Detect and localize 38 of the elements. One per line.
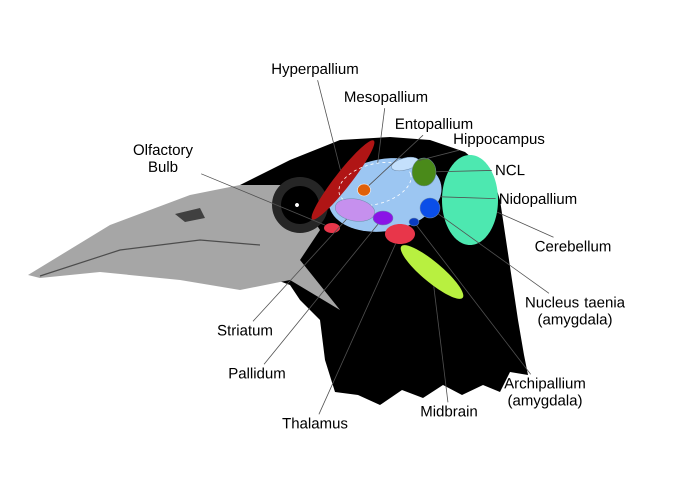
brain-region <box>385 224 415 244</box>
region-label: Hippocampus <box>454 133 544 147</box>
brain-region <box>408 218 420 226</box>
brain-region <box>391 156 419 172</box>
leader-line <box>440 196 496 200</box>
leader-line <box>433 286 448 403</box>
leader-line <box>264 224 378 365</box>
leader-line <box>317 80 341 170</box>
region-label: Nidopallium <box>500 193 576 207</box>
brain-region <box>420 198 440 218</box>
leader-line <box>200 173 326 226</box>
leader-line <box>252 218 347 322</box>
region-label: Thalamus <box>282 418 348 428</box>
brain-region <box>442 155 498 245</box>
brain-region <box>334 198 376 222</box>
brain-region <box>400 245 464 299</box>
region-label: Pallidum <box>229 368 285 378</box>
brain-region <box>412 158 436 186</box>
brain-region <box>372 210 394 226</box>
leader-line <box>496 212 554 238</box>
region-label: Olfactory Bulb <box>134 144 193 172</box>
region-label: Entopallium <box>396 118 472 132</box>
region-label: Mesopallium <box>345 91 428 105</box>
brain-region <box>324 223 340 233</box>
brain-region <box>357 184 371 196</box>
region-label: Striatum <box>218 324 272 336</box>
leader-line <box>377 108 386 164</box>
region-label: Hyperpallium <box>272 63 358 77</box>
leader-line <box>436 170 492 172</box>
region-label: Archipallium (amygdala) <box>504 378 585 408</box>
brain-region <box>312 140 374 220</box>
leader-line <box>418 150 460 161</box>
region-label: Nucleus taenia (amygdala) <box>526 296 626 328</box>
region-label: Cerebellum <box>535 240 610 252</box>
region-label: Midbrain <box>421 406 477 416</box>
leader-line <box>318 243 396 415</box>
region-label: NCL <box>496 164 524 176</box>
leader-line <box>438 214 550 294</box>
